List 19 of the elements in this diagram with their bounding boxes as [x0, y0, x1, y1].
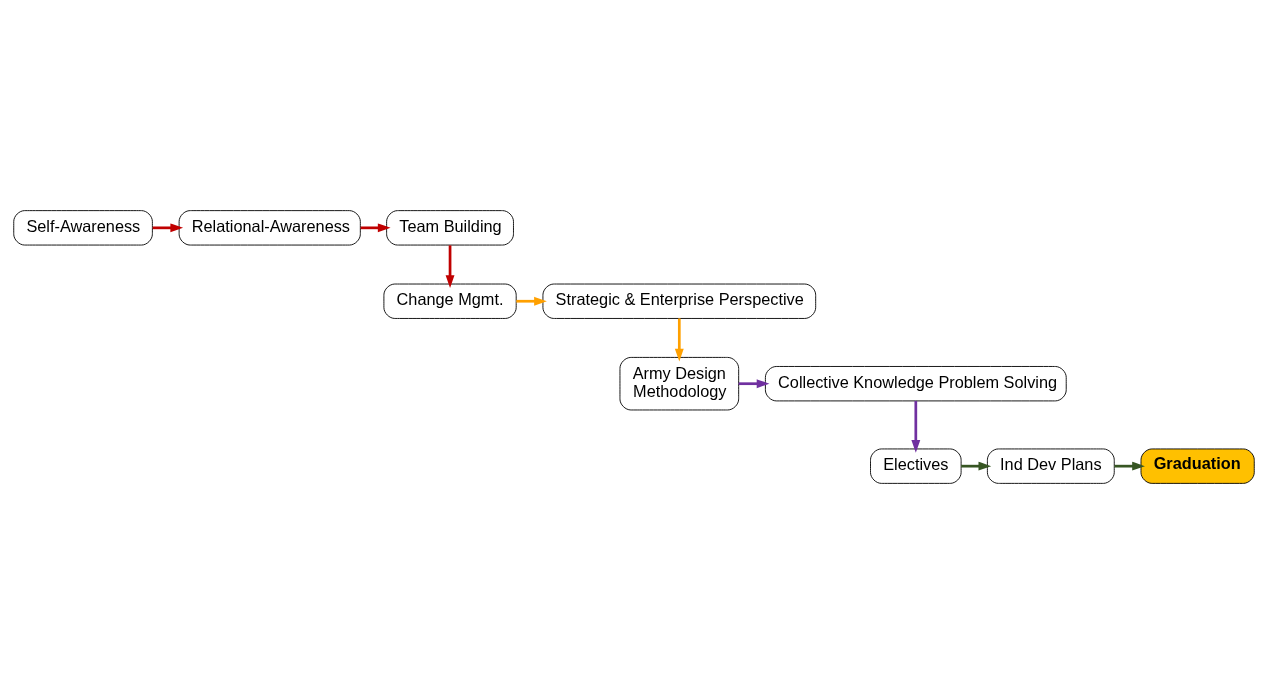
node-box: Strategic & Enterprise Perspective — [542, 283, 817, 319]
node-box: Electives — [870, 448, 962, 484]
arrow — [738, 378, 770, 388]
node-box: Army Design Methodology — [619, 356, 740, 410]
node-box: Change Mgmt. — [383, 283, 517, 319]
node-box: Graduation — [1140, 448, 1255, 484]
arrow — [961, 461, 992, 471]
node-box: Relational-Awareness — [178, 209, 361, 245]
node-box: Self-Awareness — [13, 209, 153, 245]
arrow — [445, 244, 455, 288]
node-box: Ind Dev Plans — [986, 448, 1115, 484]
arrow — [911, 400, 921, 453]
arrow — [1114, 461, 1145, 471]
arrow — [152, 222, 184, 232]
arrow — [516, 296, 547, 306]
arrow — [360, 222, 391, 232]
node-box: Team Building — [386, 209, 514, 245]
arrow — [674, 317, 684, 361]
node-box: Collective Knowledge Problem Solving — [764, 365, 1067, 401]
